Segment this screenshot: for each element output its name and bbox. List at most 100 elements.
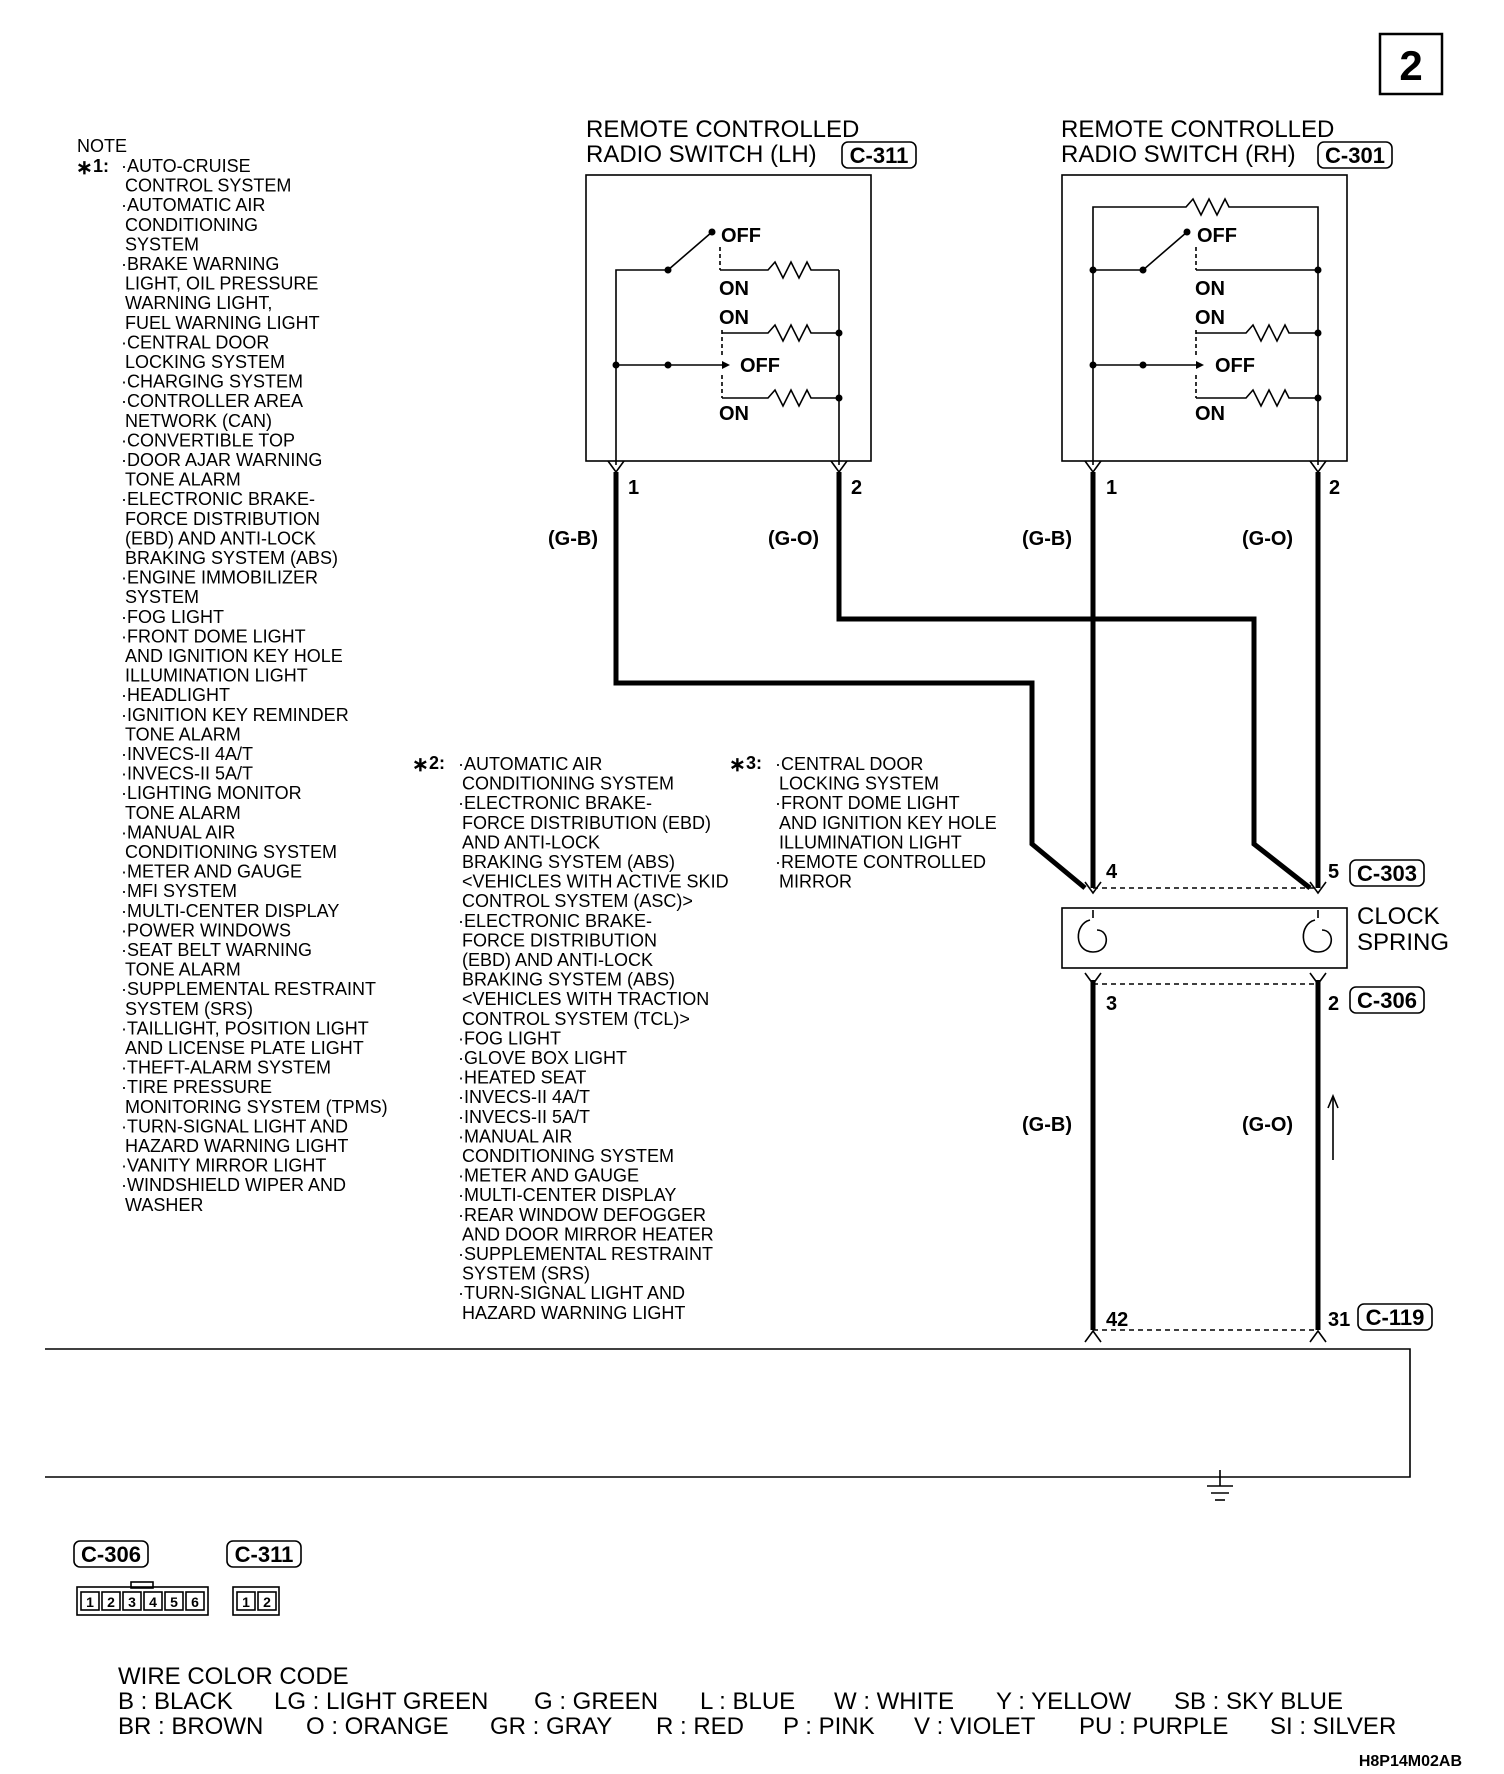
- note-1-line: ·FRONT DOME LIGHT: [121, 626, 306, 646]
- note-1-line: ·MULTI-CENTER DISPLAY: [121, 901, 339, 921]
- note-1-line: ·TIRE PRESSURE: [121, 1077, 272, 1097]
- switch-lh-on-3: ON: [719, 403, 749, 425]
- note-1-line: ·LIGHTING MONITOR: [121, 783, 302, 803]
- note-2-line: CONDITIONING SYSTEM: [462, 1146, 674, 1166]
- wire-color-code-title: WIRE COLOR CODE: [118, 1663, 349, 1690]
- lower-connector-badge: [1357, 1303, 1433, 1331]
- connector-pin-number: 1: [86, 1594, 94, 1610]
- wire-lh-go: [836, 472, 1312, 890]
- note-1-line: ILLUMINATION LIGHT: [125, 666, 308, 686]
- note-1-line: MONITORING SYSTEM (TPMS): [125, 1097, 388, 1117]
- note-1-line: WARNING LIGHT,: [125, 293, 272, 313]
- clock-spring-bottom-connector-badge: [1349, 986, 1425, 1014]
- clock-spring-bottom-pin-right: 2: [1328, 993, 1339, 1015]
- note-2-line: AND ANTI-LOCK: [462, 832, 600, 852]
- note-1-line: AND LICENSE PLATE LIGHT: [125, 1038, 364, 1058]
- wire-color-entry: P : PINK: [783, 1713, 875, 1740]
- note-2-line: ·ELECTRONIC BRAKE-: [458, 793, 652, 813]
- radio-switch-lh: REMOTE CONTROLLED RADIO SWITCH (LH) C-31…: [585, 116, 917, 499]
- note-1-line: CONDITIONING: [125, 215, 258, 235]
- note-2-line: ·FOG LIGHT: [458, 1028, 561, 1048]
- note-1-line: ·INVECS-II 4A/T: [121, 744, 253, 764]
- note-2-line: ·HEATED SEAT: [458, 1068, 586, 1088]
- clock-spring: 4 5 C-303 CLOCK SPRING 3 2 C-306: [1061, 859, 1449, 1015]
- note-1-line: ·CENTRAL DOOR: [121, 332, 269, 352]
- note-2-line: <VEHICLES WITH TRACTION: [462, 989, 709, 1009]
- switch-rh-box: [1061, 174, 1348, 462]
- note-1-line: NETWORK (CAN): [125, 411, 272, 431]
- connector-pin-cell: [185, 1591, 205, 1611]
- note-1-line: ·ENGINE IMMOBILIZER: [121, 568, 318, 588]
- note-1-line: ·ELECTRONIC BRAKE-: [121, 489, 315, 509]
- wire-color-entry: LG : LIGHT GREEN: [274, 1688, 488, 1715]
- note-1-line: ·HEADLIGHT: [121, 685, 230, 705]
- wire-color-entry: R : RED: [656, 1713, 744, 1740]
- note-3-line: ·REMOTE CONTROLLED: [775, 852, 986, 872]
- note-3-label: 3:: [746, 753, 762, 773]
- wire-color-entry: SI : SILVER: [1270, 1713, 1396, 1740]
- note-1-line: SYSTEM: [125, 587, 199, 607]
- note-2-line: ·INVECS-II 5A/T: [458, 1107, 590, 1127]
- note-1-line: (EBD) AND ANTI-LOCK: [125, 528, 316, 548]
- wire-label-lower-go: (G-O): [1242, 1114, 1293, 1136]
- switch-lh-pin-1: 1: [628, 477, 639, 499]
- note-1-line: ·FOG LIGHT: [121, 607, 224, 627]
- clock-spring-label-2: SPRING: [1357, 929, 1449, 956]
- switch-lh-title-2: RADIO SWITCH (LH): [586, 141, 817, 168]
- note-3-line: ILLUMINATION LIGHT: [779, 832, 962, 852]
- note-3-line: AND IGNITION KEY HOLE: [779, 813, 997, 833]
- radio-switch-rh: REMOTE CONTROLLED RADIO SWITCH (RH) C-30…: [1061, 116, 1393, 499]
- connector-pin-cell: [257, 1591, 277, 1611]
- switch-rh-on-1: ON: [1195, 278, 1225, 300]
- note-1-line: CONDITIONING SYSTEM: [125, 842, 337, 862]
- note-1-line: ·WINDSHIELD WIPER AND: [121, 1175, 346, 1195]
- switch-lh-on-2: ON: [719, 307, 749, 329]
- note-2-line: CONTROL SYSTEM (TCL)>: [462, 1009, 690, 1029]
- note-2-marker: ∗: [412, 754, 429, 776]
- switch-rh-connector: C-301: [1325, 143, 1385, 168]
- note-1-line: ·AUTOMATIC AIR: [121, 195, 265, 215]
- ecu-block-outline: [45, 1348, 1411, 1478]
- note-1-line: ·MFI SYSTEM: [121, 881, 237, 901]
- wire-label-rh-go: (G-O): [1242, 528, 1293, 550]
- note-1-line: TONE ALARM: [125, 960, 241, 980]
- harness-wires: [613, 472, 1321, 1330]
- note-1-line: LIGHT, OIL PRESSURE: [125, 274, 318, 294]
- note-2-line: BRAKING SYSTEM (ABS): [462, 852, 675, 872]
- note-1-line: ·CHARGING SYSTEM: [121, 372, 303, 392]
- note-3-line: ·FRONT DOME LIGHT: [775, 793, 960, 813]
- note-2-line: ·INVECS-II 4A/T: [458, 1087, 590, 1107]
- switch-rh-pin-1: 1: [1106, 477, 1117, 499]
- wire-color-entry: SB : SKY BLUE: [1174, 1688, 1343, 1715]
- switch-lh-on-1: ON: [719, 278, 749, 300]
- switch-rh-pin-2: 2: [1329, 477, 1340, 499]
- wire-label-lh-go: (G-O): [768, 528, 819, 550]
- lower-connector-name: C-119: [1366, 1305, 1425, 1330]
- note-1-line: HAZARD WARNING LIGHT: [125, 1136, 348, 1156]
- note-2-line: ·MULTI-CENTER DISPLAY: [458, 1185, 676, 1205]
- signal-direction-arrow: [1327, 1093, 1339, 1160]
- note-1-line: SYSTEM: [125, 234, 199, 254]
- note-1-line: ·DOOR AJAR WARNING: [121, 450, 322, 470]
- note-1-line: ·SUPPLEMENTAL RESTRAINT: [121, 979, 376, 999]
- note-1-line: LOCKING SYSTEM: [125, 352, 285, 372]
- clock-spring-top-pin-right: 5: [1328, 861, 1339, 883]
- note-2-line: ·REAR WINDOW DEFOGGER: [458, 1205, 706, 1225]
- wire-lh-gb: [613, 472, 1087, 890]
- switch-lh-box: [585, 174, 872, 462]
- connector-pin-cell: [236, 1591, 256, 1611]
- connector-view-c311-badge: [226, 1540, 302, 1568]
- switch-rh-title-1: REMOTE CONTROLLED: [1061, 116, 1334, 143]
- clock-spring-label-1: CLOCK: [1357, 903, 1440, 930]
- note-3-line: LOCKING SYSTEM: [779, 774, 939, 794]
- clock-spring-top-pin-left: 4: [1106, 861, 1118, 883]
- diagram-code: H8P14M02AB: [1359, 1753, 1462, 1770]
- note-1-line: ·MANUAL AIR: [121, 822, 235, 842]
